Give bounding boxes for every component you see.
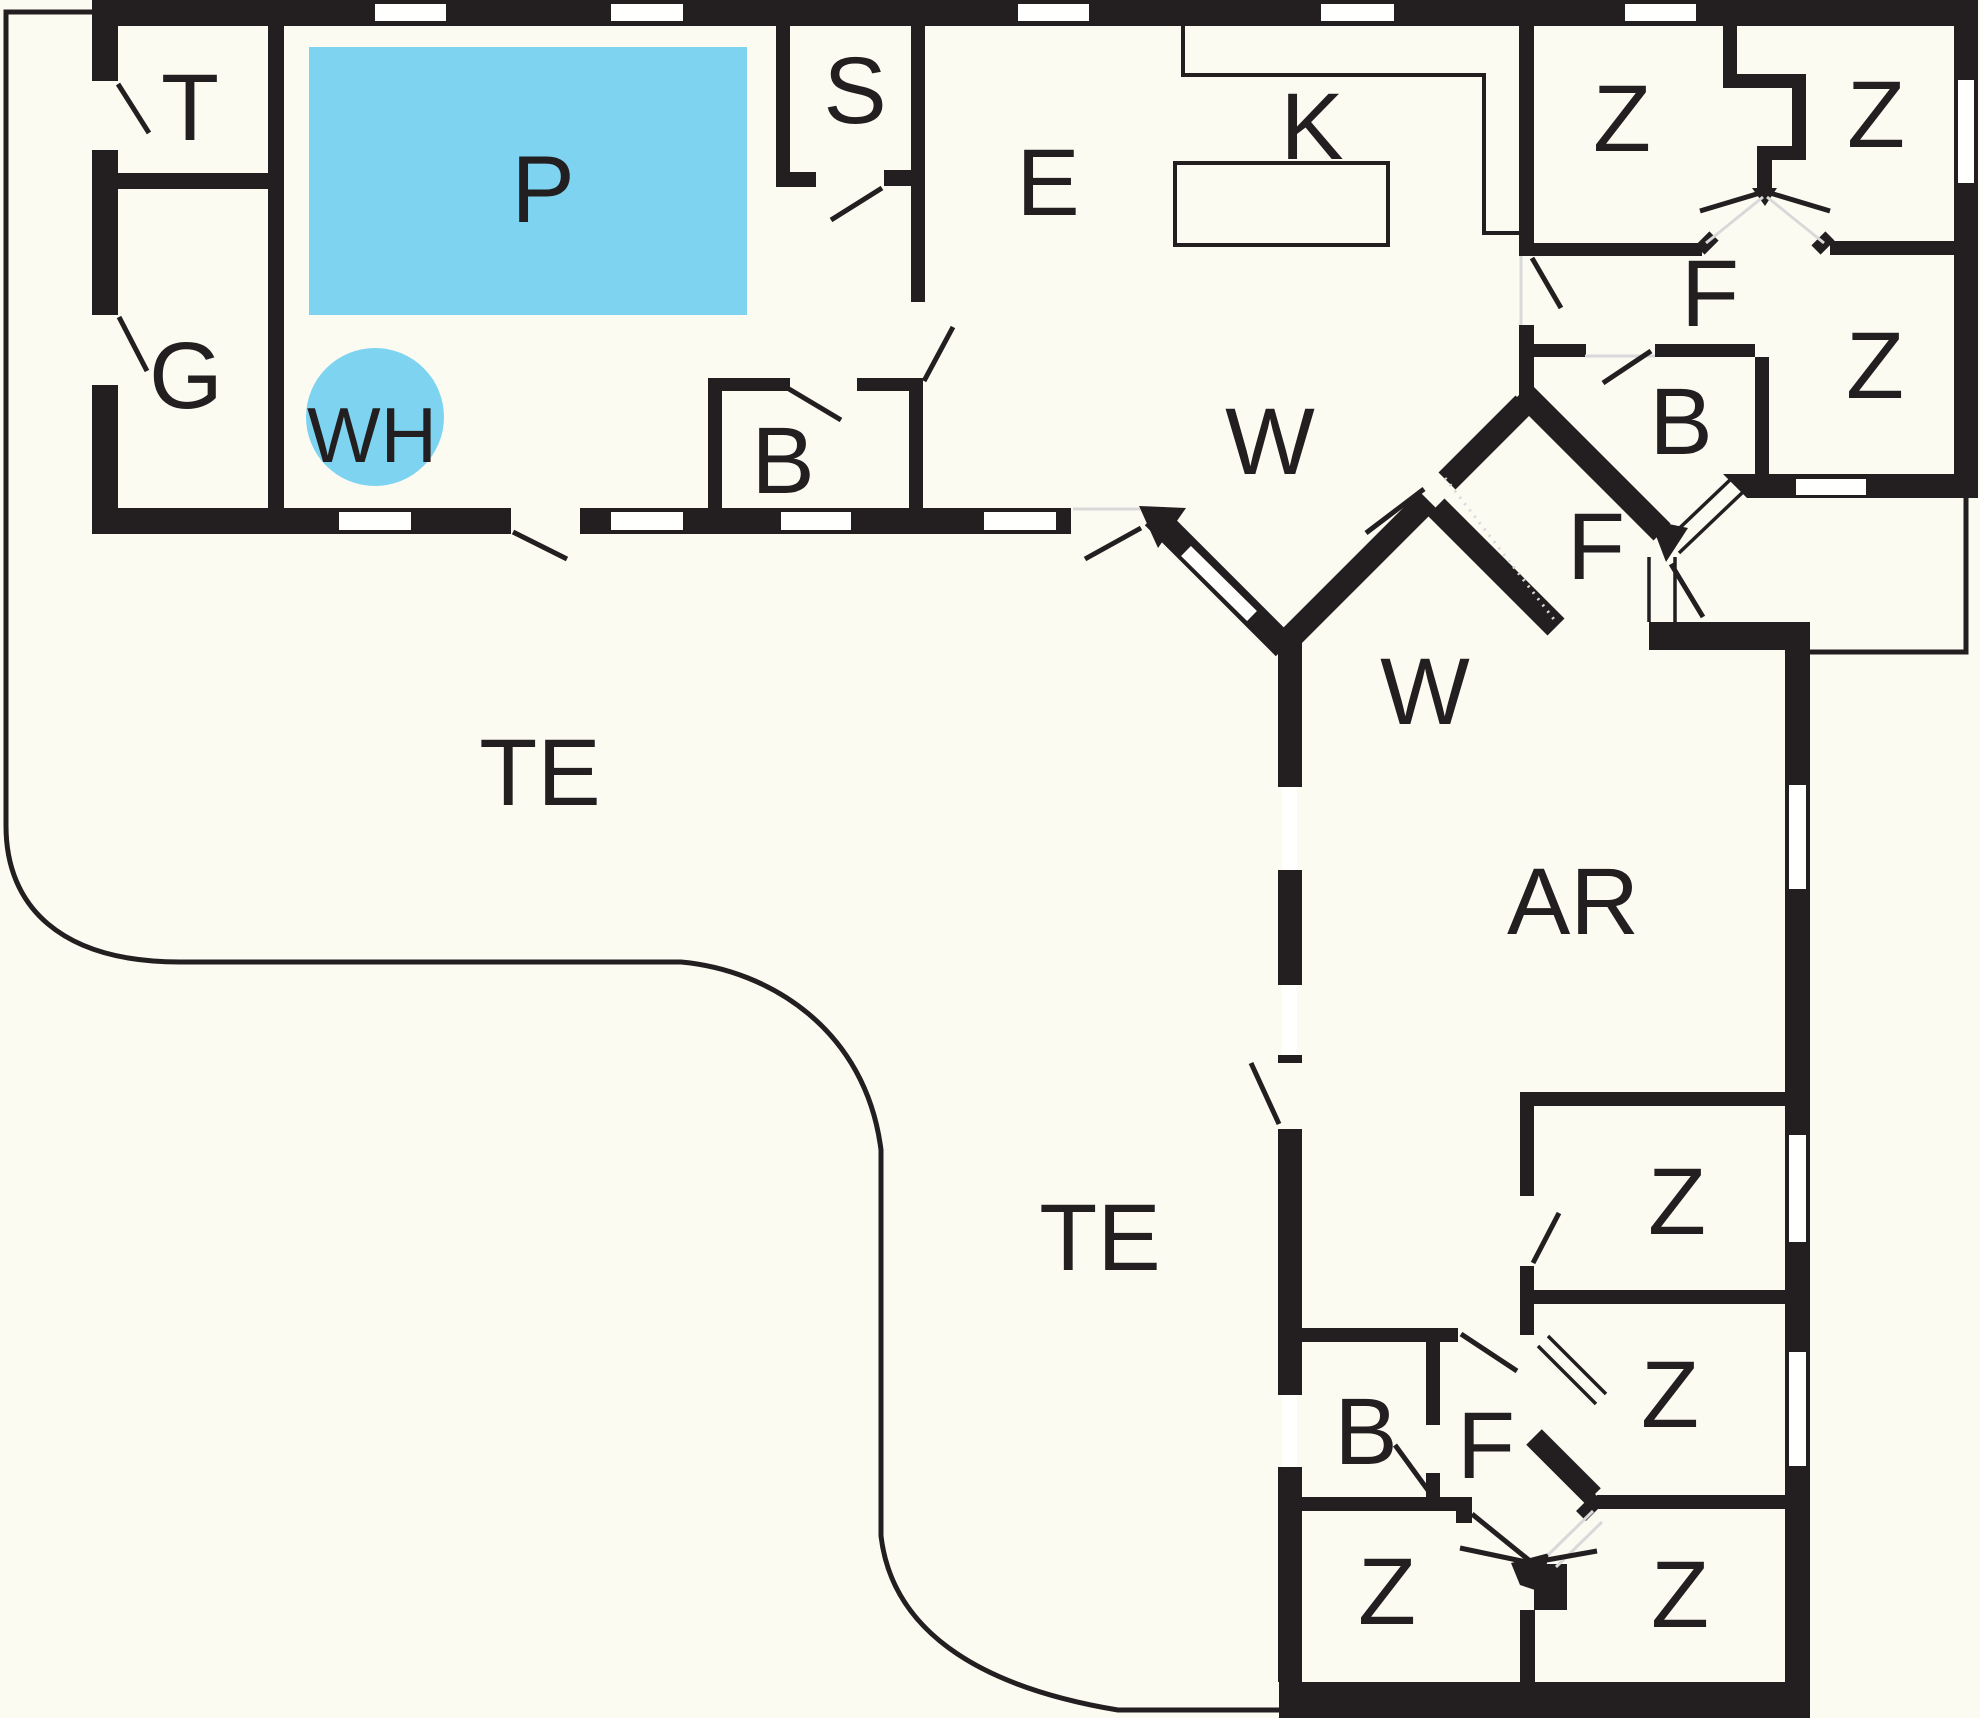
svg-text:Z: Z (1641, 1342, 1699, 1448)
svg-text:Z: Z (1847, 62, 1905, 168)
svg-text:Z: Z (1648, 1149, 1706, 1255)
svg-text:B: B (751, 408, 814, 514)
svg-text:F: F (1681, 241, 1739, 347)
svg-text:F: F (1457, 1393, 1515, 1499)
svg-text:F: F (1567, 494, 1625, 600)
svg-text:P: P (511, 137, 574, 243)
svg-text:Z: Z (1651, 1542, 1709, 1648)
svg-text:K: K (1280, 74, 1343, 180)
svg-text:Z: Z (1846, 313, 1904, 419)
svg-text:TE: TE (479, 720, 600, 826)
svg-text:G: G (149, 323, 223, 429)
svg-text:E: E (1016, 130, 1079, 236)
svg-text:W: W (1225, 389, 1315, 495)
svg-text:WH: WH (307, 391, 437, 479)
svg-text:Z: Z (1593, 66, 1651, 172)
svg-text:S: S (823, 38, 886, 144)
svg-text:B: B (1649, 369, 1712, 475)
svg-text:T: T (161, 55, 219, 161)
svg-text:W: W (1380, 639, 1470, 745)
svg-text:TE: TE (1039, 1185, 1160, 1291)
svg-text:Z: Z (1358, 1539, 1416, 1645)
svg-text:AR: AR (1507, 849, 1639, 955)
svg-text:B: B (1334, 1379, 1397, 1485)
